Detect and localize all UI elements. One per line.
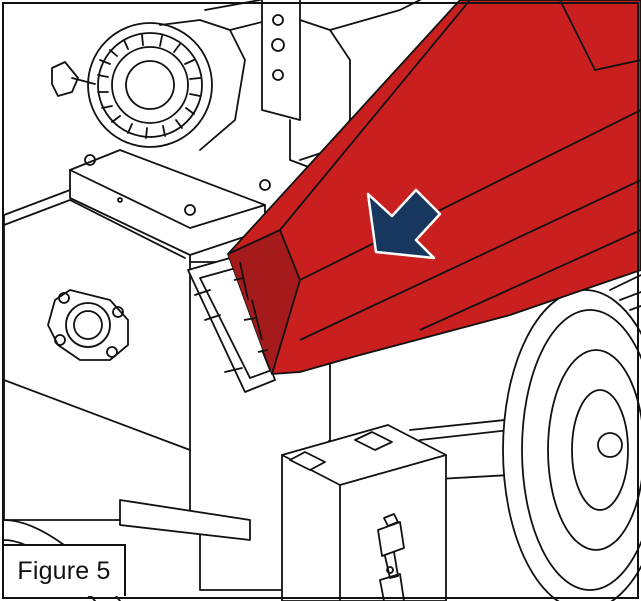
bearing-flange: [47, 289, 129, 361]
latch-clasp: [377, 513, 405, 601]
figure-caption-box: Figure 5: [4, 544, 126, 596]
latch-box: [281, 424, 447, 601]
recoil-start-handle: [51, 61, 96, 97]
engine-base-plate: [69, 149, 271, 256]
arrow-down-left-icon: [366, 188, 442, 260]
bolt-2: [184, 204, 196, 216]
bolt-1: [84, 154, 96, 166]
hopper-mounting-bracket: [187, 257, 276, 393]
right-wheel: [502, 274, 641, 601]
figure-caption: Figure 5: [17, 556, 111, 585]
engine-flywheel-cover: [87, 0, 291, 151]
feed-hopper: [227, 0, 641, 375]
bolt-3: [259, 179, 271, 191]
